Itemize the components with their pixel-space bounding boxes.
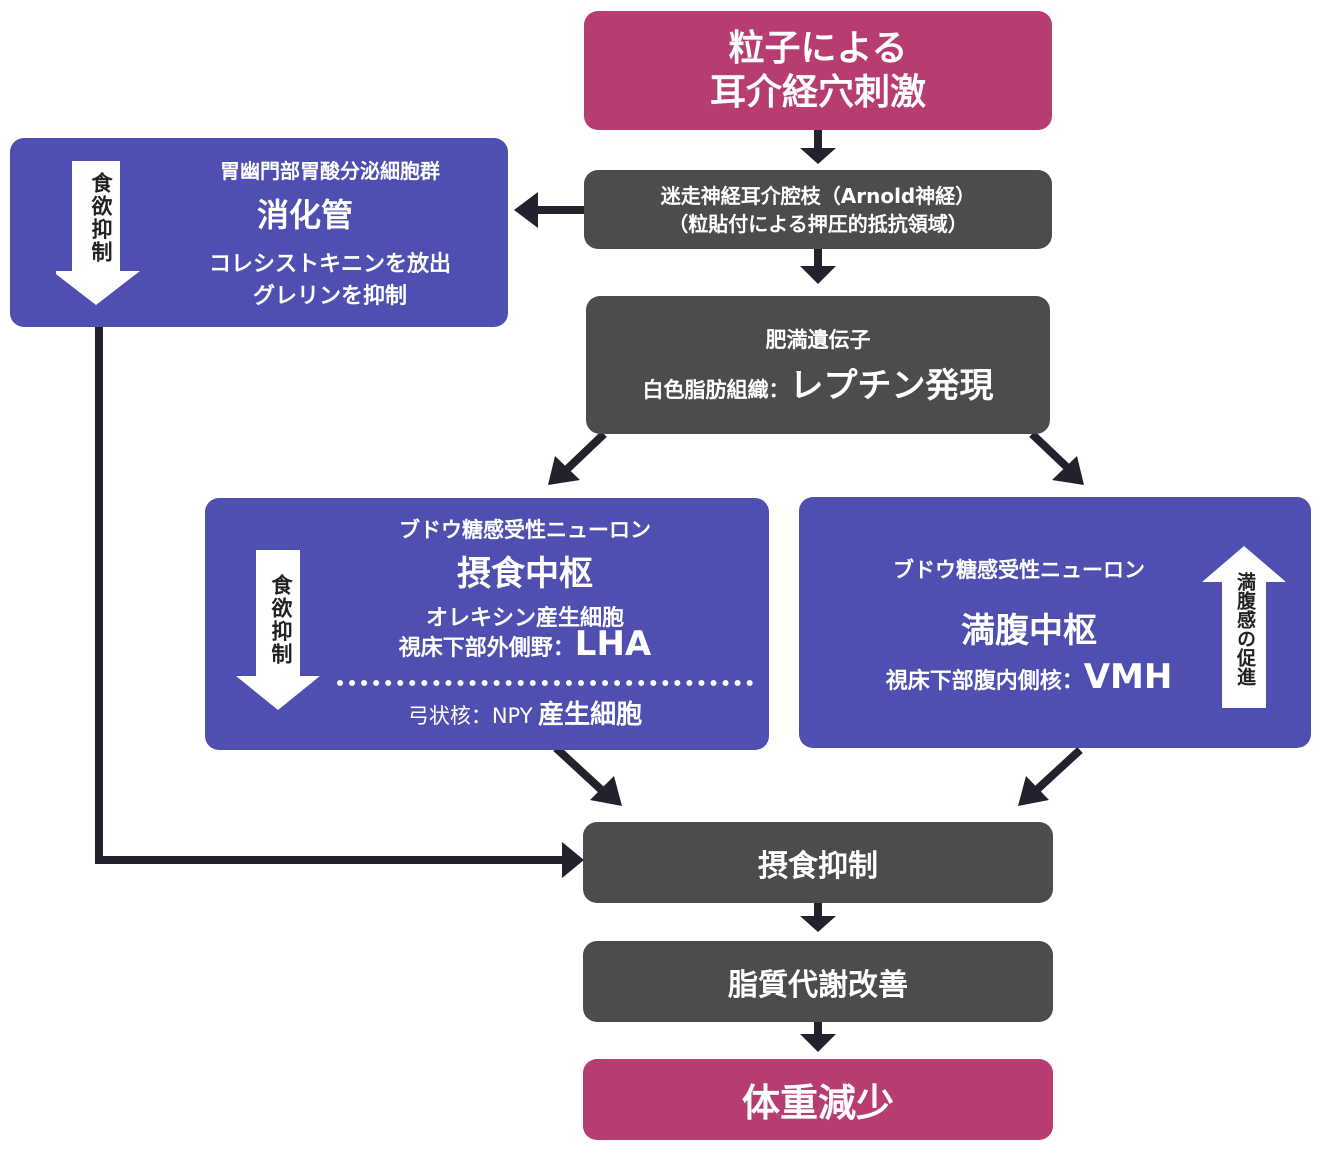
vagus-line2: （粒貼付による押圧的抵抗領域）	[668, 211, 968, 236]
digestive-down-arrow-icon	[56, 161, 140, 305]
arrow-vagus-leptin	[814, 249, 822, 269]
leptin-small: 肥満遺伝子	[765, 328, 871, 352]
arrow-feeding-suppress	[553, 745, 611, 799]
feeding-line4-main: LHA	[574, 624, 652, 664]
digestive-line3: コレシストキニンを放出	[208, 252, 451, 277]
satiety-line3-prefix: 視床下部腹内側核：	[885, 669, 1084, 694]
feeding-line5-prefix: 弓状核：NPY	[407, 704, 533, 728]
feeding-arrow-label: 食欲抑制	[269, 574, 293, 666]
arrow-lipid-result	[814, 1022, 822, 1038]
feeding-sub: ブドウ糖感受性ニューロン	[399, 518, 651, 542]
lipid-label: 脂質代謝改善	[728, 967, 908, 1003]
satiety-sub: ブドウ糖感受性ニューロン	[893, 558, 1145, 582]
satiety-line3: 視床下部腹内側核：VMH	[839, 657, 1219, 697]
satiety-line3-main: VMH	[1083, 657, 1173, 697]
leptin-main: レプチン発現	[789, 366, 994, 406]
arrow-start-vagus	[814, 130, 822, 150]
arrow-digestive-suppress	[95, 327, 103, 864]
feeding-line4-prefix: 視床下部外側野：	[398, 636, 575, 661]
leptin-prefix: 白色脂肪組織：	[642, 378, 790, 402]
start-box: 粒子による 耳介経穴刺激	[584, 11, 1052, 130]
arrow-leptin-satiety	[1029, 431, 1075, 475]
result-box: 体重減少	[583, 1059, 1053, 1140]
start-line2: 耳介経穴刺激	[709, 71, 926, 113]
digestive-sub: 胃幽門部胃酸分泌細胞群	[220, 159, 440, 183]
arrow-vagus-digestive	[536, 206, 584, 214]
lipid-box: 脂質代謝改善	[583, 941, 1053, 1022]
satiety-main: 満腹中枢	[961, 611, 1097, 651]
result-label: 体重減少	[741, 1081, 894, 1125]
arrow-satiety-suppress	[1027, 747, 1083, 799]
suppress-box: 摂食抑制	[583, 822, 1053, 903]
feeding-dotted-divider	[337, 680, 753, 686]
leptin-row: 白色脂肪組織：レプチン発現	[586, 358, 1050, 407]
leptin-box: 肥満遺伝子 白色脂肪組織：レプチン発現	[586, 296, 1050, 434]
digestive-main: 消化管	[256, 196, 353, 234]
feeding-line3: オレキシン産生細胞	[425, 606, 624, 631]
satiety-up-arrow-icon	[1202, 546, 1286, 708]
feeding-line4: 視床下部外側野：LHA	[345, 624, 705, 664]
arrow-suppress-lipid	[814, 903, 822, 919]
feeding-down-arrow-icon	[236, 550, 320, 710]
digestive-line4: グレリンを抑制	[252, 284, 407, 309]
feeding-main: 摂食中枢	[457, 554, 593, 594]
feeding-line5-main: 産生細胞	[538, 700, 643, 730]
suppress-label: 摂食抑制	[758, 848, 878, 884]
digestive-arrow-label: 食欲抑制	[89, 172, 113, 264]
vagus-line1: 迷走神経耳介腔枝（Arnold神経）	[660, 183, 976, 208]
vagus-box: 迷走神経耳介腔枝（Arnold神経） （粒貼付による押圧的抵抗領域）	[584, 170, 1052, 249]
arrow-leptin-feeding	[559, 431, 607, 477]
satiety-arrow-label: 満腹感の促進	[1234, 572, 1256, 686]
feeding-line5: 弓状核：NPY 産生細胞	[355, 694, 695, 731]
start-line1: 粒子による	[728, 27, 908, 69]
